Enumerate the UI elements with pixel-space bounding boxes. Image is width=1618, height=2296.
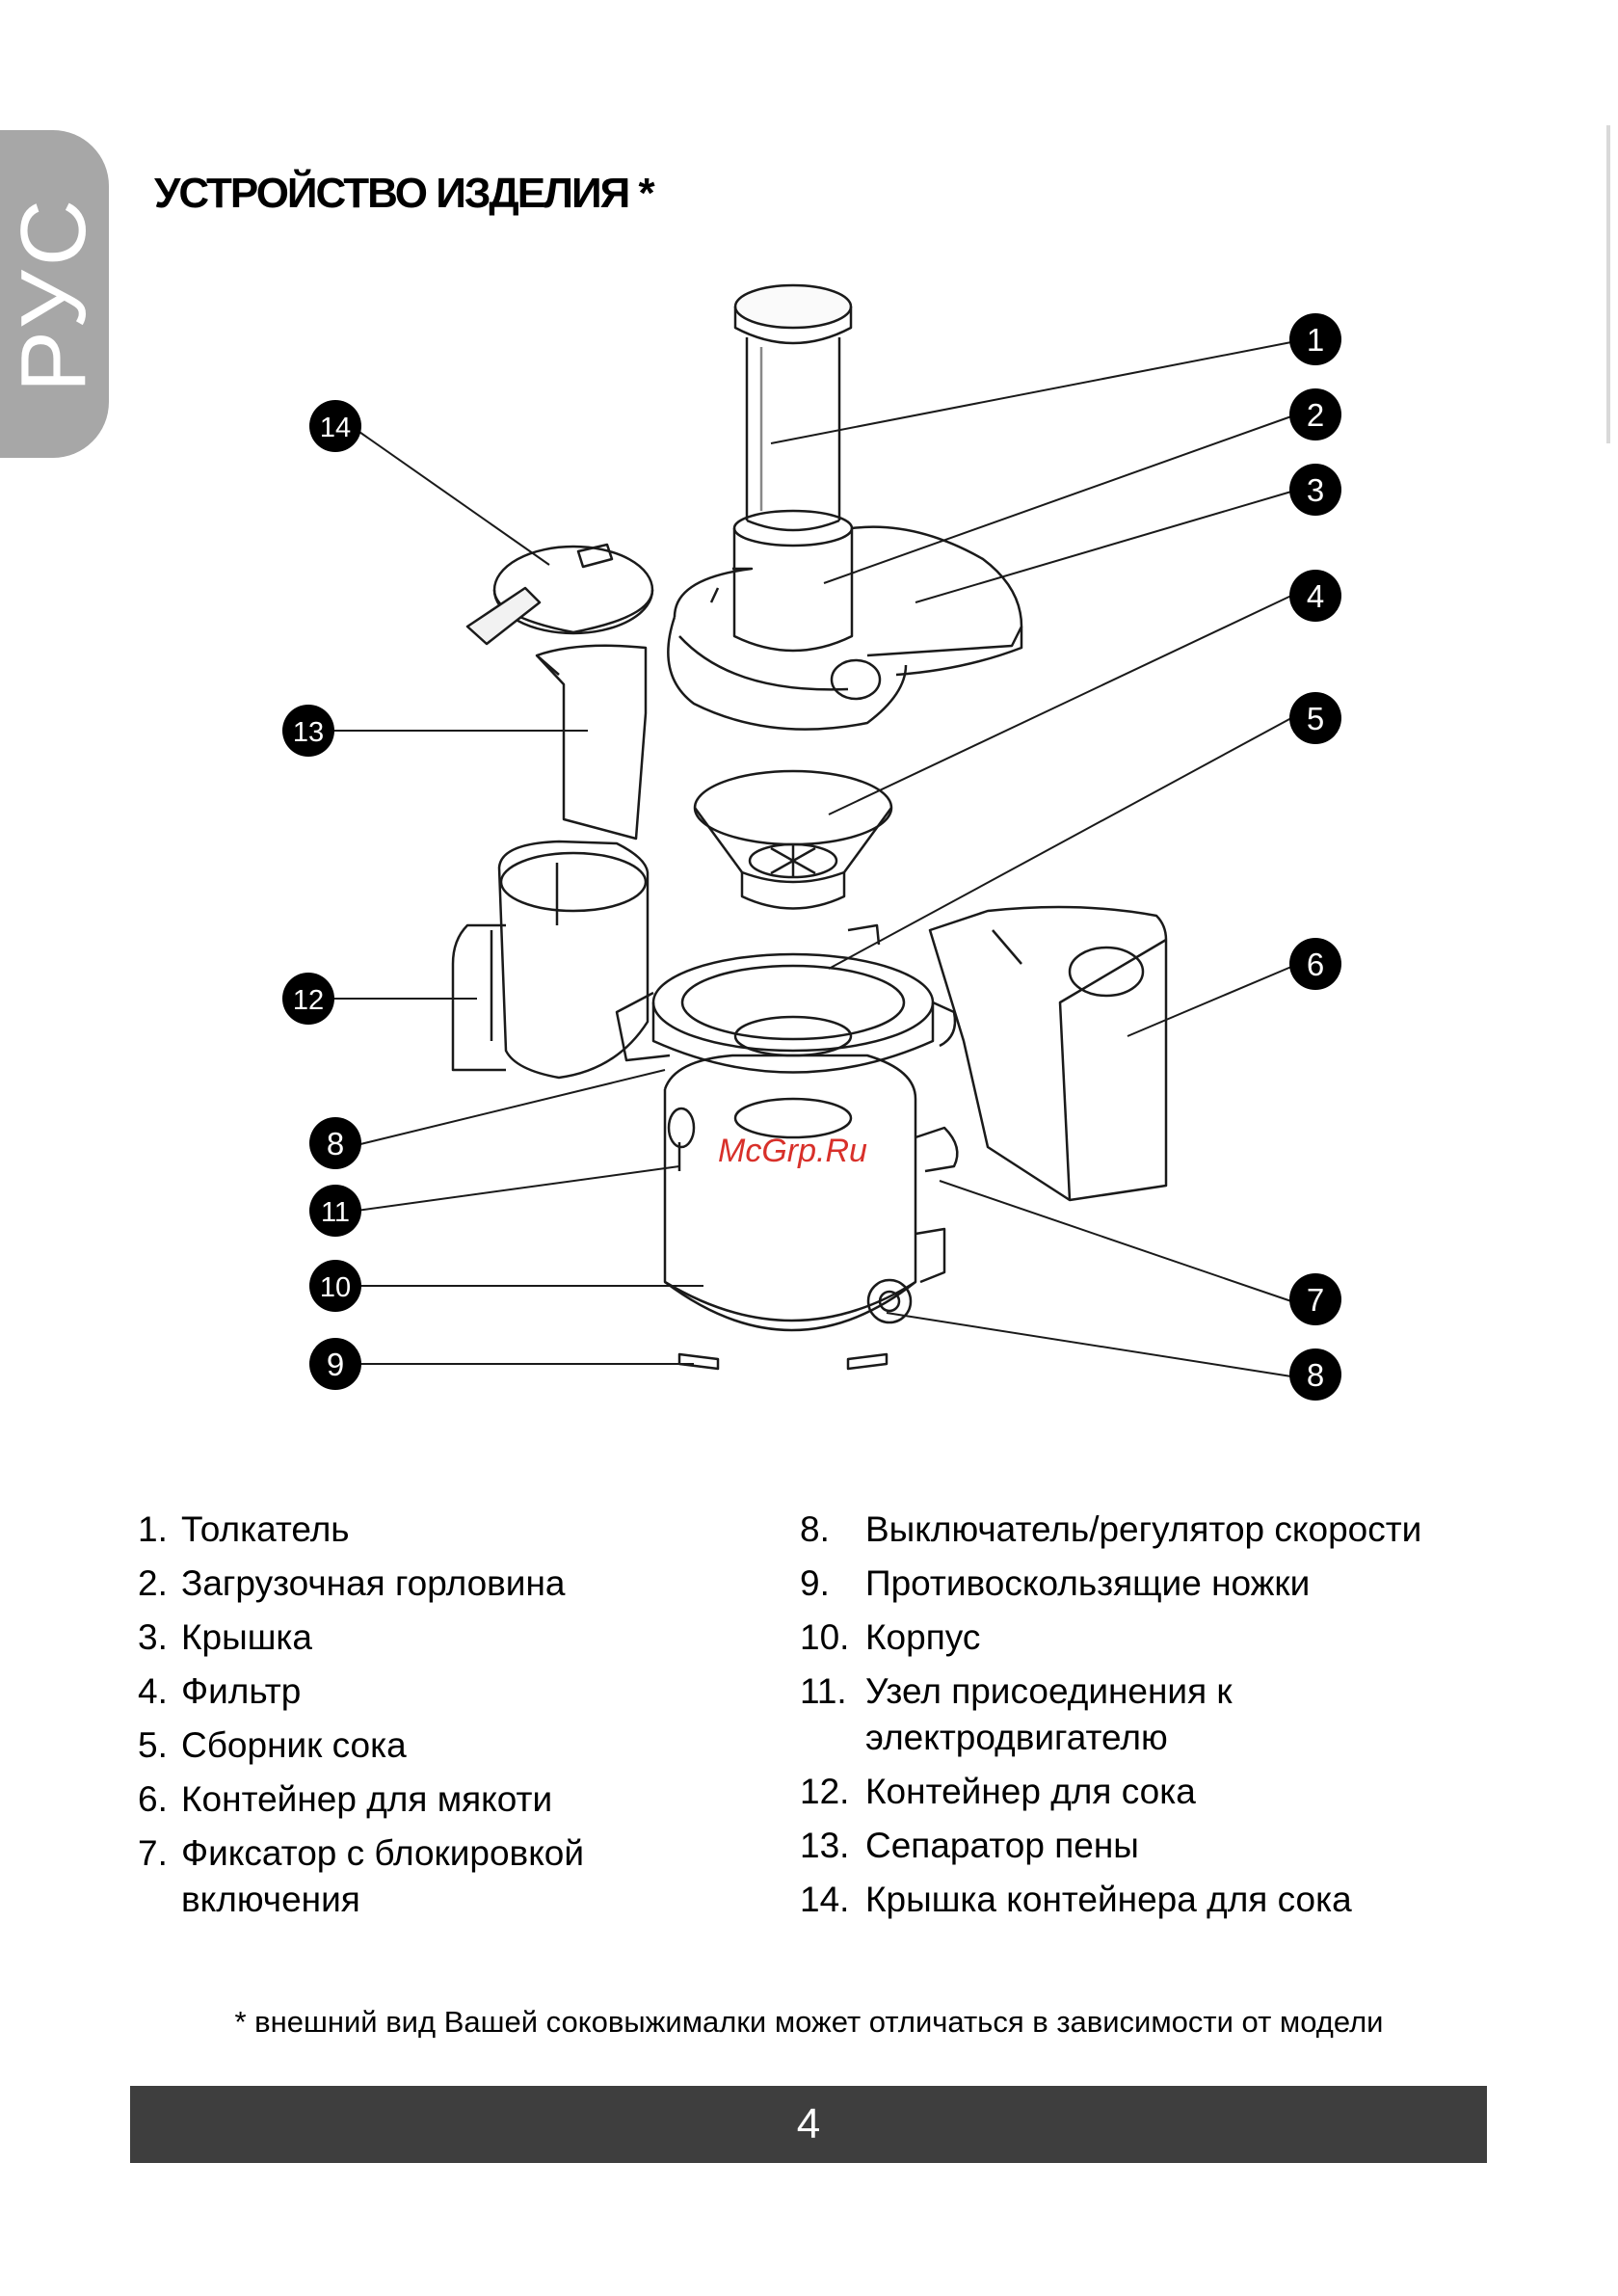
list-item: 2.Загрузочная горловина [138, 1563, 566, 1603]
juicer-exploded-diagram: 1 2 3 4 5 6 7 8 8 9 10 11 12 13 14 McGrp… [282, 283, 1341, 1401]
svg-text:10: 10 [320, 1272, 351, 1303]
callouts: 1 2 3 4 5 6 7 8 8 9 10 11 12 13 14 [282, 313, 1341, 1401]
list-item: 6.Контейнер для мякоти [138, 1779, 553, 1819]
svg-text:1: 1 [1307, 322, 1324, 358]
motor-base-drawing [663, 1054, 959, 1371]
callout-8-left: 8 [309, 1117, 361, 1169]
juice-jug-drawing [451, 840, 650, 1080]
callout-13: 13 [282, 705, 334, 757]
callout-14: 14 [309, 400, 361, 452]
callout-11: 11 [309, 1185, 361, 1237]
svg-text:8: 8 [1307, 1357, 1324, 1393]
list-item: 9.Противоскользящие ножки [800, 1563, 1311, 1603]
parts-list-left: 1.Толкатель 2.Загрузочная горловина 3.Кр… [138, 1507, 755, 1931]
page-number: 4 [796, 2100, 821, 2148]
svg-text:9: 9 [327, 1347, 344, 1382]
callout-10: 10 [309, 1260, 361, 1312]
callout-7: 7 [1289, 1273, 1341, 1325]
svg-text:6: 6 [1307, 947, 1324, 982]
list-item: 1.Толкатель [138, 1509, 350, 1549]
list-item: 3.Крышка [138, 1617, 312, 1657]
svg-text:7: 7 [1307, 1282, 1324, 1318]
pulp-container-drawing [928, 905, 1168, 1202]
svg-text:2: 2 [1307, 397, 1324, 433]
juice-collector-drawing [615, 923, 957, 1074]
svg-text:13: 13 [293, 717, 324, 748]
svg-text:8: 8 [327, 1126, 344, 1161]
callout-1: 1 [1289, 313, 1341, 365]
pusher-drawing [733, 283, 853, 532]
svg-text:11: 11 [321, 1197, 350, 1228]
svg-text:4: 4 [1307, 578, 1324, 614]
list-item: 13.Сепаратор пены [800, 1826, 1139, 1865]
foam-separator-drawing [535, 644, 648, 841]
callout-2: 2 [1289, 388, 1341, 441]
parts-list-right: 8.Выключатель/регулятор скорости 9.Проти… [800, 1507, 1494, 1931]
list-item: 11.Узел присоединения к электродвигателю [800, 1671, 1233, 1757]
footer-bar: 4 [130, 2086, 1487, 2163]
callout-9: 9 [309, 1338, 361, 1390]
list-item: 7.Фиксатор с блокировкой включения [138, 1833, 585, 1919]
list-item: 8.Выключатель/регулятор скорости [800, 1509, 1422, 1549]
language-tab: РУС [0, 130, 109, 458]
filter-drawing [693, 769, 893, 910]
list-item: 4.Фильтр [138, 1671, 302, 1711]
callout-8-right: 8 [1289, 1348, 1341, 1401]
svg-text:3: 3 [1307, 472, 1324, 508]
svg-text:5: 5 [1307, 701, 1324, 736]
cover-drawing [667, 509, 1023, 731]
callout-4: 4 [1289, 570, 1341, 622]
watermark: McGrp.Ru [718, 1133, 867, 1169]
container-lid-drawing [465, 543, 654, 646]
page-title: УСТРОЙСТВО ИЗДЕЛИЯ * [154, 170, 655, 217]
callout-5: 5 [1289, 692, 1341, 744]
list-item: 12.Контейнер для сока [800, 1772, 1196, 1811]
svg-text:12: 12 [293, 985, 324, 1016]
leader-lines [330, 341, 1292, 1377]
list-item: 14.Крышка контейнера для сока [800, 1880, 1352, 1919]
list-item: 10.Корпус [800, 1617, 981, 1657]
page-edge-line [1606, 125, 1610, 443]
footnote: * внешний вид Вашей соковыжималки может … [234, 2005, 1384, 2039]
callout-6: 6 [1289, 938, 1341, 990]
callout-12: 12 [282, 973, 334, 1025]
callout-3: 3 [1289, 464, 1341, 516]
svg-text:14: 14 [320, 413, 351, 443]
list-item: 5.Сборник сока [138, 1725, 407, 1765]
